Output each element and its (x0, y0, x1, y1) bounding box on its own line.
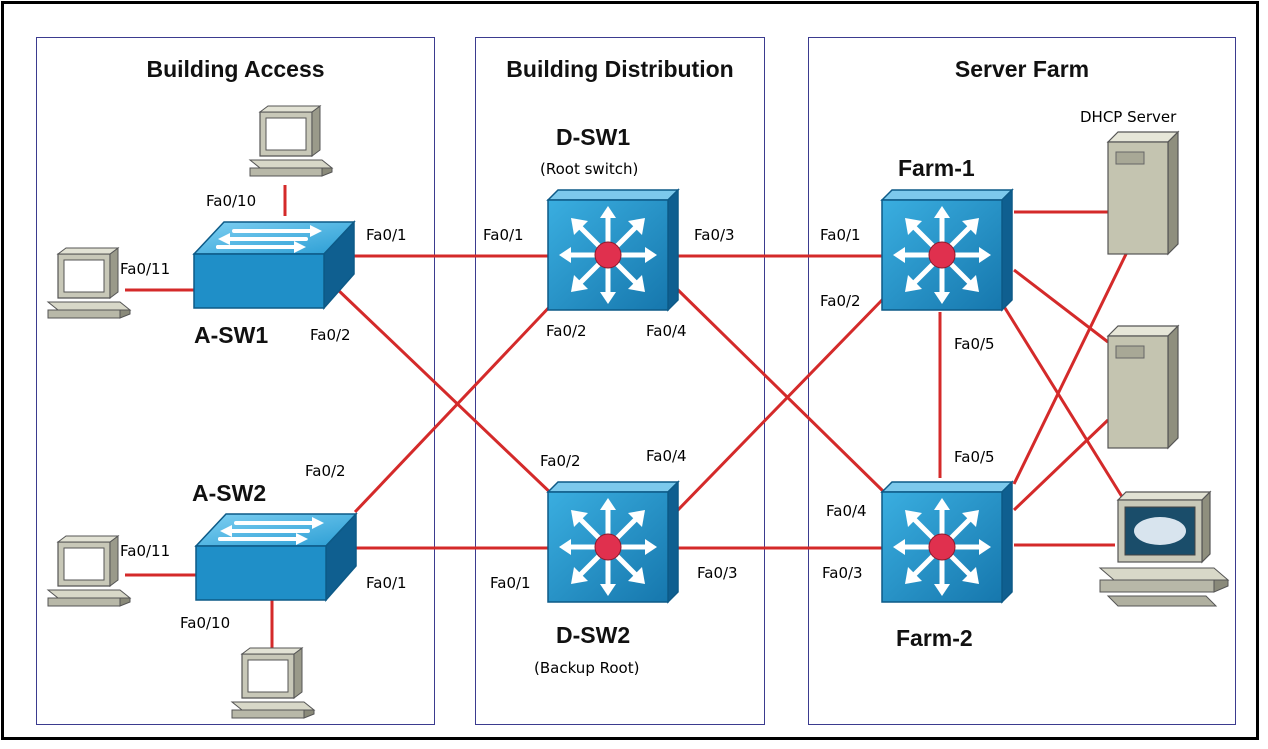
links (125, 185, 1130, 654)
port-label: Fa0/4 (826, 502, 867, 520)
port-label: Fa0/3 (697, 564, 738, 582)
port-label: Fa0/1 (483, 226, 524, 244)
region-title-farm: Server Farm (954, 56, 1090, 82)
farm1-multilayer-switch-icon (882, 190, 1012, 310)
asw2-switch-icon (194, 512, 358, 602)
port-label: Fa0/5 (954, 335, 995, 353)
port-label: Fa0/2 (540, 452, 581, 470)
port-label: Fa0/1 (820, 226, 861, 244)
port-label: Fa0/10 (180, 614, 231, 632)
asw1-switch-icon (192, 220, 356, 310)
dsw1-multilayer-switch-icon (548, 190, 678, 310)
port-label: Fa0/5 (954, 448, 995, 466)
port-label: Fa0/11 (120, 260, 171, 278)
asw2-name: A-SW2 (192, 480, 267, 506)
link-dsw2-farm1 (674, 296, 886, 514)
port-label: Fa0/10 (206, 192, 257, 210)
port-label: Fa0/11 (120, 542, 171, 560)
dsw2-multilayer-switch-icon (548, 482, 678, 602)
port-label: Fa0/1 (366, 574, 407, 592)
link-asw2-dsw1 (353, 298, 558, 514)
port-label: Fa0/2 (820, 292, 861, 310)
dsw1-role: (Root switch) (540, 160, 639, 178)
port-label: Fa0/1 (490, 574, 531, 592)
port-label: Fa0/4 (646, 447, 687, 465)
region-server-farm: Server Farm (808, 37, 1236, 725)
port-label: Fa0/3 (694, 226, 735, 244)
region-title-distribution: Building Distribution (506, 56, 734, 82)
link-asw1-dsw2 (334, 286, 558, 500)
port-label: Fa0/2 (310, 326, 351, 344)
region-title-access: Building Access (146, 56, 325, 82)
link-farm2-server2 (1012, 418, 1110, 512)
dsw2-role: (Backup Root) (534, 659, 640, 677)
link-dsw1-farm2 (674, 286, 886, 494)
dhcp-server-icon (1107, 131, 1179, 255)
port-label: Fa0/2 (546, 322, 587, 340)
pc-asw2-bottom-icon (231, 647, 315, 719)
dsw2-name: D-SW2 (556, 622, 631, 648)
dhcp-server-label: DHCP Server (1080, 108, 1177, 126)
farm1-name: Farm-1 (898, 155, 975, 181)
port-label: Fa0/2 (305, 462, 346, 480)
dsw1-name: D-SW1 (556, 124, 631, 150)
link-farm2-dhcp (1012, 249, 1130, 485)
server-icon (1107, 325, 1179, 449)
asw1-name: A-SW1 (194, 322, 269, 348)
farm2-name: Farm-2 (896, 625, 973, 651)
pc-asw1-top-icon (249, 105, 333, 177)
port-label: Fa0/1 (366, 226, 407, 244)
farm2-multilayer-switch-icon (882, 482, 1012, 602)
pc-asw1-left-icon (47, 247, 131, 319)
workstation-icon (1098, 490, 1230, 607)
pc-asw2-left-icon (47, 535, 131, 607)
link-farm1-server2 (1013, 268, 1109, 344)
link-farm1-pc (998, 299, 1126, 501)
outer-frame (1, 1, 1259, 740)
port-label: Fa0/4 (646, 322, 687, 340)
port-label: Fa0/3 (822, 564, 863, 582)
region-building-distribution: Building Distribution (475, 37, 765, 725)
